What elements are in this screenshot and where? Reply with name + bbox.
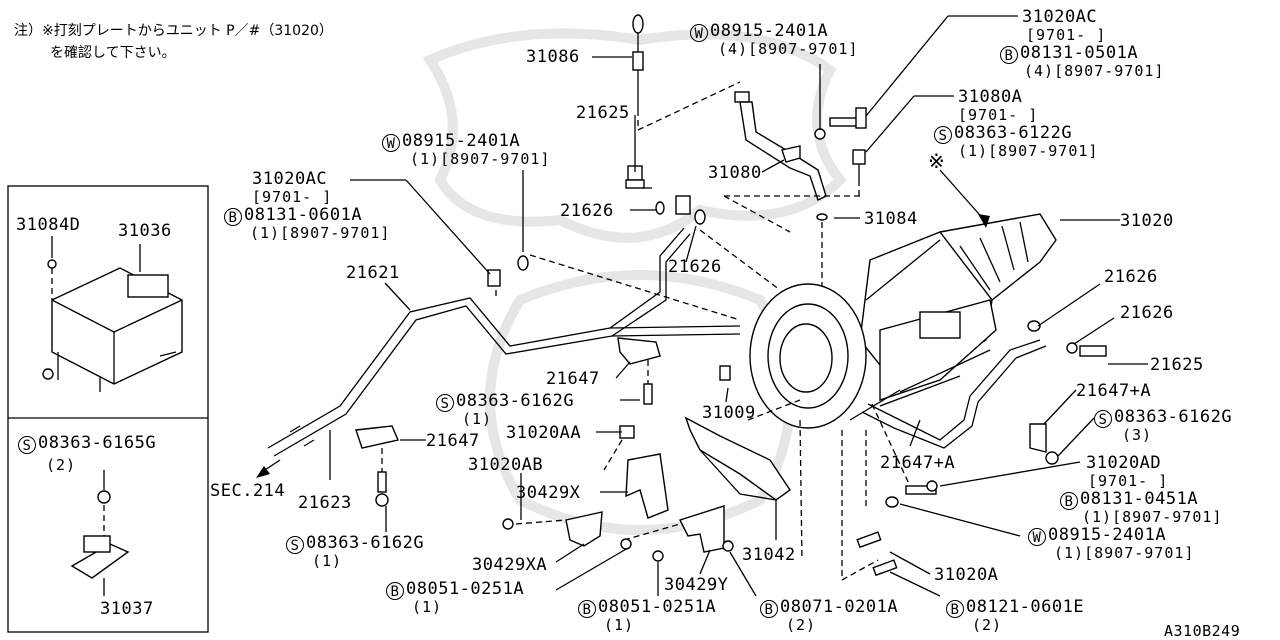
label-s-bolt-c-qty: (1) — [462, 410, 493, 428]
label-w-bolt-r-sub: (1)[8907-9701] — [1054, 544, 1195, 562]
label-b-bolt-rr-qty: (2) — [972, 616, 1003, 634]
label-30429XA: 30429XA — [472, 555, 548, 575]
watermark-emblem — [422, 28, 847, 535]
hose-ends — [289, 425, 315, 447]
label-mark: ※ — [928, 149, 946, 173]
label-31020AC-top-date: [9701- ] — [1026, 26, 1107, 44]
dipstick-drawing — [632, 14, 741, 131]
label-s-bolt-l-qty: (1) — [312, 552, 343, 570]
marker-arrow — [939, 169, 987, 223]
label-31020AD-date: [9701- ] — [1088, 472, 1169, 490]
label-b-bolt-top-sub: (4)[8907-9701] — [1024, 62, 1165, 80]
label-31020AA: 31020AA — [506, 423, 582, 443]
label-31080A-date: [9701- ] — [958, 106, 1039, 124]
brackets-drawing — [502, 416, 791, 562]
label-31036: 31036 — [118, 221, 172, 241]
inset-box — [7, 185, 209, 633]
label-31020AC-mid-date: [9701- ] — [252, 188, 333, 206]
label-31020A: 31020A — [934, 565, 999, 585]
label-31042: 31042 — [742, 545, 796, 565]
label-30429X: 30429X — [516, 483, 581, 503]
label-w-bolt-mid-sub: (1)[8907-9701] — [410, 150, 551, 168]
sensor-drawing — [70, 470, 130, 596]
right-bolts — [747, 399, 938, 581]
label-b-bolt-mid-sub: (1)[8907-9701] — [250, 224, 391, 242]
label-b-bolt-l-qty: (1) — [412, 598, 443, 616]
label-21623: 21623 — [298, 493, 352, 513]
control-unit-drawing — [42, 236, 183, 392]
label-31020AC-top: 31020AC — [1022, 7, 1098, 27]
label-31037: 31037 — [100, 599, 154, 619]
label-b-bolt-r-sub: (1)[8907-9701] — [1082, 508, 1223, 526]
filler-tube-drawing — [723, 91, 867, 290]
label-31020AD: 31020AD — [1086, 453, 1162, 473]
sec-arrowhead — [256, 466, 270, 478]
label-31084: 31084 — [864, 209, 918, 229]
leader-lines — [329, 15, 1148, 597]
label-21621: 21621 — [346, 263, 400, 283]
label-21647-b: 21647 — [426, 431, 480, 451]
label-21625-right: 21625 — [1150, 355, 1204, 375]
label-21626-a: 21626 — [560, 201, 614, 221]
label-31084D: 31084D — [16, 215, 81, 235]
note-line-2: を確認して下さい。 — [50, 45, 176, 61]
label-21647A-a: 21647+A — [1076, 381, 1152, 401]
label-21647A-b: 21647+A — [880, 453, 956, 473]
label-21626-b: 21626 — [668, 257, 722, 277]
label-b-bolt-c-qty: (1) — [604, 616, 635, 634]
label-21625-top: 21625 — [576, 103, 630, 123]
label-31086: 31086 — [526, 47, 580, 67]
diagram-code: A310B249 — [1164, 622, 1241, 640]
label-21647-a: 21647 — [546, 369, 600, 389]
label-sec-214: SEC.214 — [210, 481, 286, 501]
label-s-bolt-top-sub: (1)[8907-9701] — [958, 142, 1099, 160]
clips-and-bolts — [355, 269, 1107, 507]
cooler-lines — [267, 165, 1047, 457]
label-31080A: 31080A — [958, 87, 1023, 107]
label-31020: 31020 — [1120, 211, 1174, 231]
label-31020AB: 31020AB — [468, 455, 544, 475]
label-31009: 31009 — [702, 403, 756, 423]
marker-arrowhead — [978, 214, 990, 228]
label-s-bolt-r-qty: (3) — [1122, 426, 1153, 444]
label-30429Y: 30429Y — [664, 575, 729, 595]
label-21626-c: 21626 — [1104, 267, 1158, 287]
label-inset-bolt-qty: (2) — [46, 456, 77, 474]
label-31080: 31080 — [708, 163, 762, 183]
note-line-1: 注）※打刻プレートからユニット P／#（31020） — [14, 23, 333, 39]
transmission-drawing — [749, 213, 1057, 429]
label-b-bolt-c2-qty: (2) — [786, 616, 817, 634]
label-21626-d: 21626 — [1120, 303, 1174, 323]
label-31020AC-mid: 31020AC — [252, 169, 328, 189]
label-w-bolt-top-sub: (4)[8907-9701] — [718, 40, 859, 58]
